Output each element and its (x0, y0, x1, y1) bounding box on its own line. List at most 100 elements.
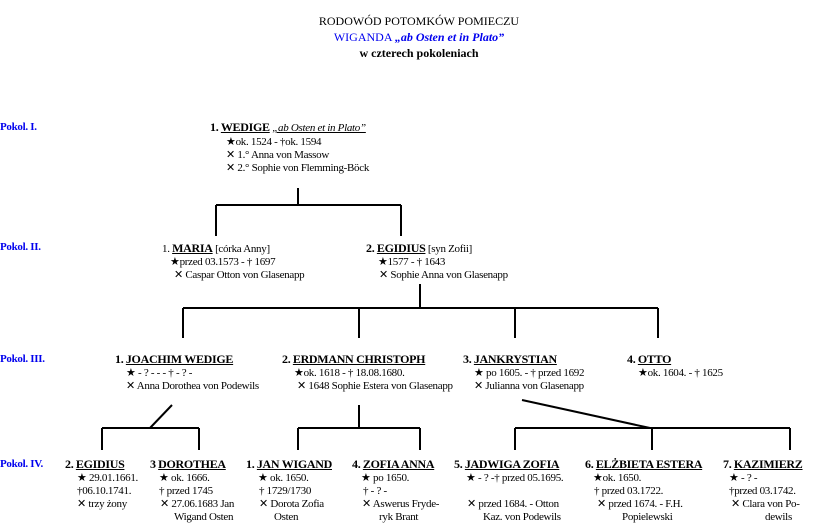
dates: po 1650. (373, 472, 410, 484)
marriage-icon: ✕ (474, 380, 483, 392)
person-name: ERDMANN CHRISTOPH (292, 352, 426, 366)
generation-label-4: Pokol. IV. (0, 458, 43, 470)
person-number: 3 (150, 457, 156, 471)
birth-icon: ★ (170, 256, 180, 268)
connector-line (521, 399, 651, 429)
person-janwigand-death: † 1729/1730 (259, 485, 311, 498)
person-kazimierz-marriage: ✕ Clara von Po- (731, 498, 800, 511)
person-dorothea-name: 3 DOROTHEA (150, 458, 226, 472)
dates: przed 03.1722. (599, 485, 664, 497)
marriage-icon: ✕ (467, 498, 476, 510)
person-janwigand-marriage: ✕ Dorota Zofia (259, 498, 324, 511)
generation-label-1: Pokol. I. (0, 121, 37, 133)
person-kazimierz-birth: ★ - ? - (729, 472, 758, 485)
dates: ok. 1604. - † 1625 (647, 367, 724, 379)
person-zofia-death: † - ? - (363, 485, 387, 498)
person-number: 5. (454, 457, 463, 471)
dates: - ? - - - † - ? - (135, 367, 193, 379)
person-number: 1. (162, 243, 170, 255)
connector-line (149, 404, 173, 429)
person-dorothea-marriage-cont: Wigand Osten (174, 511, 234, 523)
person-janwigand-name: 1. JAN WIGAND (246, 458, 332, 472)
spouse: Aswerus Fryde- (372, 498, 440, 510)
spouse: Clara von Po- (742, 498, 800, 510)
birth-icon: ★ (294, 367, 304, 379)
marriage-icon: ✕ (362, 498, 371, 510)
generation-label-2: Pokol. II. (0, 241, 41, 253)
person-otto-name: 4. OTTO (627, 353, 671, 367)
person-note: [syn Zofii] (427, 243, 472, 255)
spouse: Dorota Zofia (270, 498, 324, 510)
person-egidius2-death: †06.10.1741. (77, 485, 131, 498)
birth-icon: ★ (638, 367, 648, 379)
person-maria-name: 1. MARIA [córka Anny] (162, 242, 270, 256)
spouse: 1648 Sophie Estera von Glasenapp (308, 380, 453, 392)
person-name: EGIDIUS (75, 457, 125, 471)
person-erdmann-name: 2. ERDMANN CHRISTOPH (282, 352, 426, 367)
birth-icon: ★ (159, 472, 169, 484)
person-wedige-dates: ★ok. 1524 - †ok. 1594 (226, 136, 322, 149)
dates: - ? - (370, 485, 388, 497)
marriage-icon: ✕ (160, 498, 169, 510)
birth-icon: ★ (126, 367, 136, 379)
dates: ok. 1650. (602, 472, 642, 484)
person-name: KAZIMIERZ (733, 457, 803, 471)
person-jadwiga-dates: ★ - ? -† przed 05.1695. (466, 472, 564, 485)
dates: przed 1745 (166, 485, 213, 497)
person-otto-dates: ★ok. 1604. - † 1625 (638, 367, 723, 380)
spouse: przed 1684. - Otton (478, 498, 559, 510)
person-name: EGIDIUS (376, 241, 426, 255)
spouse: Caspar Otton von Glasenapp (185, 269, 305, 281)
death-icon: † (594, 485, 600, 497)
person-number: 2. (366, 241, 375, 255)
person-elzbieta-death: † przed 03.1722. (594, 485, 663, 498)
marriage-icon: ✕ (226, 149, 235, 161)
person-wedige-marriage-2: ✕ 2.° Sophie von Flemming-Böck (226, 162, 369, 175)
person-jankrystian-marriage: ✕ Julianna von Glasenapp (474, 380, 584, 393)
person-name: OTTO (637, 352, 672, 366)
person-name: JAN WIGAND (256, 457, 332, 471)
person-egidius-dates: ★1577 - † 1643 (378, 256, 445, 269)
marriage-icon: ✕ (226, 162, 235, 174)
birth-icon: ★ (77, 472, 87, 484)
person-zofia-birth: ★ po 1650. (361, 472, 409, 485)
person-number: 2. (282, 352, 291, 366)
person-elzbieta-marriage-cont: Popielewski (622, 511, 673, 523)
marriage-icon: ✕ (597, 498, 606, 510)
person-name: JANKRYSTIAN (473, 352, 557, 366)
birth-icon: ★ (258, 472, 268, 484)
generation-label-3: Pokol. III. (0, 353, 45, 365)
person-name: JADWIGA ZOFIA (464, 457, 560, 471)
person-name: ZOFIA ANNA (362, 457, 435, 471)
spouse: 2.° Sophie von Flemming-Böck (237, 162, 370, 174)
person-number: 7. (723, 457, 732, 471)
birth-icon: ★ (729, 472, 739, 484)
person-dorothea-marriage: ✕ 27.06.1683 Jan (160, 498, 234, 511)
spouse: Julianna von Glasenapp (485, 380, 584, 392)
person-name: ELŻBIETA ESTERA (595, 457, 703, 471)
marriage-icon: ✕ (126, 380, 135, 392)
person-janwigand-marriage-cont: Osten (274, 511, 299, 523)
dates: ok. 1666. (171, 472, 210, 484)
person-name: JOACHIM WEDIGE (125, 352, 234, 366)
person-erdmann-marriage: ✕ 1648 Sophie Estera von Glasenapp (297, 380, 453, 393)
dates: przed 03.1573 - † 1697 (179, 256, 276, 268)
person-jankrystian-name: 3. JANKRYSTIAN (463, 353, 557, 367)
person-egidius2-marriage: ✕ trzy żony (77, 498, 127, 511)
person-maria-marriage: ✕ Caspar Otton von Glasenapp (174, 269, 305, 282)
marriage-icon: ✕ (174, 269, 183, 281)
person-jadwiga-name: 5. JADWIGA ZOFIA (454, 457, 560, 472)
person-number: 4. (627, 352, 636, 366)
dates: ok. 1618 - † 18.08.1680. (303, 367, 405, 379)
person-janwigand-birth: ★ ok. 1650. (258, 472, 309, 485)
person-erdmann-dates: ★ok. 1618 - † 18.08.1680. (294, 367, 405, 380)
person-number: 6. (585, 457, 594, 471)
dates: 29.01.1661. (89, 472, 138, 484)
person-number: 4. (352, 457, 361, 471)
marriage-icon: ✕ (77, 498, 86, 510)
person-name: WEDIGE (220, 120, 270, 134)
marriage-icon: ✕ (731, 498, 740, 510)
death-icon: † (259, 485, 265, 497)
person-number: 1. (115, 352, 124, 366)
